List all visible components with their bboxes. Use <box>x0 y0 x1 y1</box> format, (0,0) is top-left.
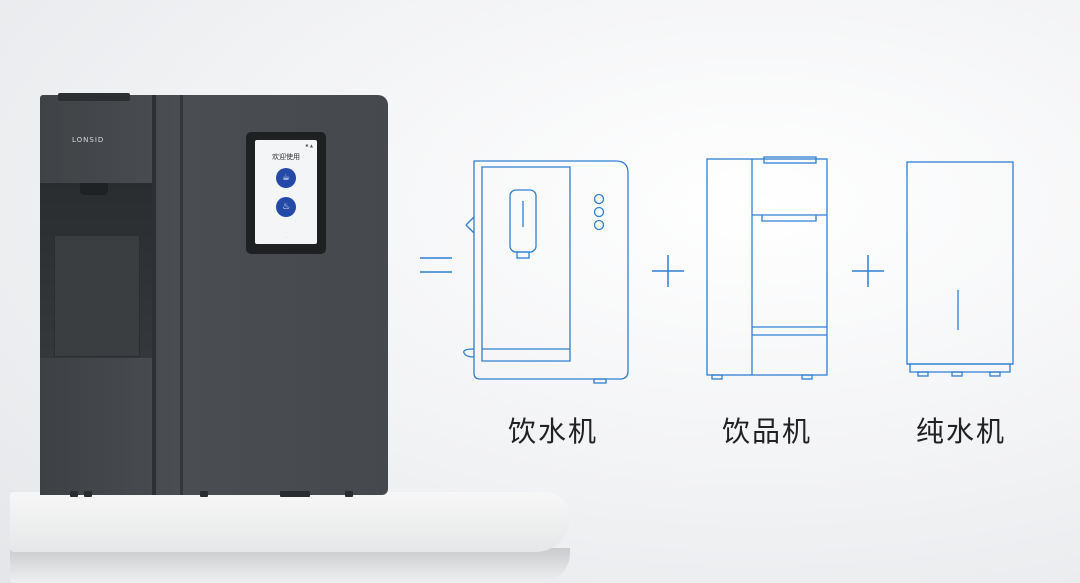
kettle-icon: ♨ <box>276 197 296 217</box>
screen-title: 欢迎使用 <box>272 153 300 161</box>
device-foot <box>345 491 353 497</box>
equals-icon <box>420 257 452 273</box>
water-dispenser-icon <box>463 160 629 384</box>
counter-shadow <box>10 548 570 583</box>
device-seam <box>152 95 156 495</box>
brand-logo: LONSID <box>72 136 105 144</box>
counter-top <box>10 492 570 552</box>
device-foot <box>200 491 208 497</box>
touch-screen: ✱ ▲ 欢迎使用 ☕ ♨ · · · <box>255 140 317 244</box>
device-foot <box>84 491 92 497</box>
device-foot <box>70 491 78 497</box>
drip-tray <box>54 235 140 357</box>
device-foot <box>280 491 310 497</box>
plus-icon <box>852 255 884 287</box>
cup-icon: ☕ <box>276 168 296 188</box>
device-top-cap <box>58 93 130 101</box>
label-water-purifier: 纯水机 <box>916 415 1007 448</box>
status-icons: ✱ ▲ <box>305 143 313 148</box>
beverage-machine-icon <box>706 156 828 380</box>
plus-icon <box>652 255 684 287</box>
touch-screen-frame: ✱ ▲ 欢迎使用 ☕ ♨ · · · <box>246 132 326 254</box>
screen-footer: · · · <box>283 235 289 239</box>
lower-panel <box>40 358 152 495</box>
water-purifier-icon <box>906 161 1014 377</box>
label-water-dispenser: 饮水机 <box>508 415 599 448</box>
dispenser-nozzle <box>80 183 108 195</box>
water-machine-product: LONSID ✱ ▲ 欢迎使用 ☕ ♨ · · · <box>40 93 388 497</box>
device-seam-secondary <box>180 95 183 495</box>
label-beverage-machine: 饮品机 <box>722 415 813 448</box>
